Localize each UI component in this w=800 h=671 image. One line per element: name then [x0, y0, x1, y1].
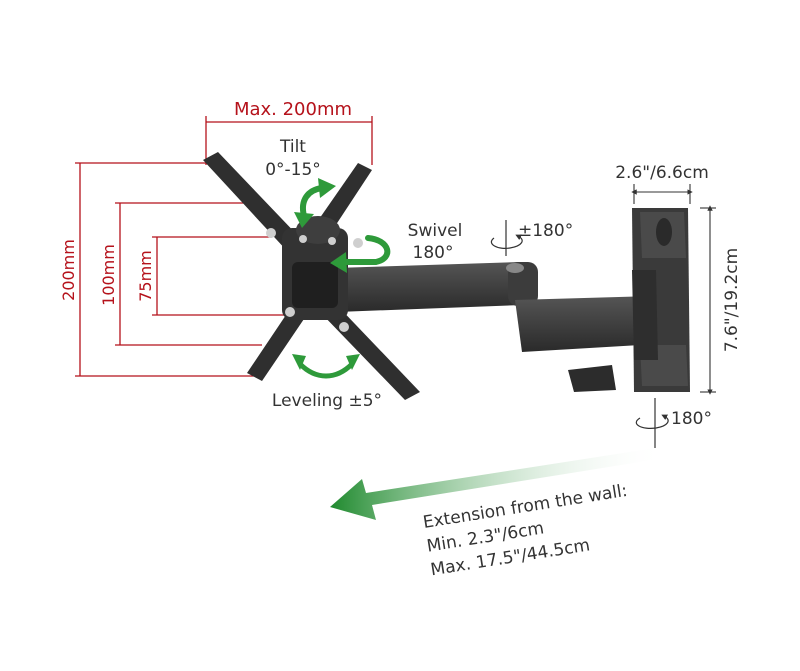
height-75-label: 75mm — [136, 250, 155, 302]
leveling-arrow-left-head — [292, 354, 306, 370]
plate-swivel-label: 180° — [671, 409, 712, 429]
mount-arm — [335, 208, 690, 392]
max-width-label: Max. 200mm — [234, 99, 352, 120]
arm-rotation-icon — [490, 220, 523, 256]
leveling-arrow — [297, 361, 355, 379]
plate-rotation-icon — [635, 398, 669, 448]
extension-text: Extension from the wall: Min. 2.3"/6cm M… — [422, 481, 629, 580]
plate-width-label: 2.6"/6.6cm — [615, 163, 709, 183]
height-100-label: 100mm — [99, 244, 118, 306]
swivel-title: Swivel — [408, 221, 463, 241]
leveling-arrow-right-head — [346, 354, 360, 370]
leveling-label: Leveling ±5° — [272, 391, 382, 411]
extension-arrow — [330, 447, 665, 520]
tilt-range: 0°-15° — [265, 160, 321, 180]
vesa-bracket — [203, 152, 420, 400]
swivel-arrow — [343, 235, 391, 265]
swivel-range: 180° — [413, 243, 454, 263]
arm-rotation-label: ±180° — [518, 221, 573, 241]
tilt-title: Tilt — [279, 137, 306, 157]
height-200-label: 200mm — [59, 239, 78, 301]
tilt-arrow-tail — [294, 212, 314, 228]
tilt-arrow — [300, 185, 325, 219]
swivel-arrow-head — [330, 252, 347, 273]
tilt-arrow-head — [318, 178, 336, 198]
plate-dimension-lines — [631, 184, 716, 395]
plate-height-label: 7.6"/19.2cm — [722, 248, 742, 352]
vesa-dimension-lines — [75, 116, 373, 377]
